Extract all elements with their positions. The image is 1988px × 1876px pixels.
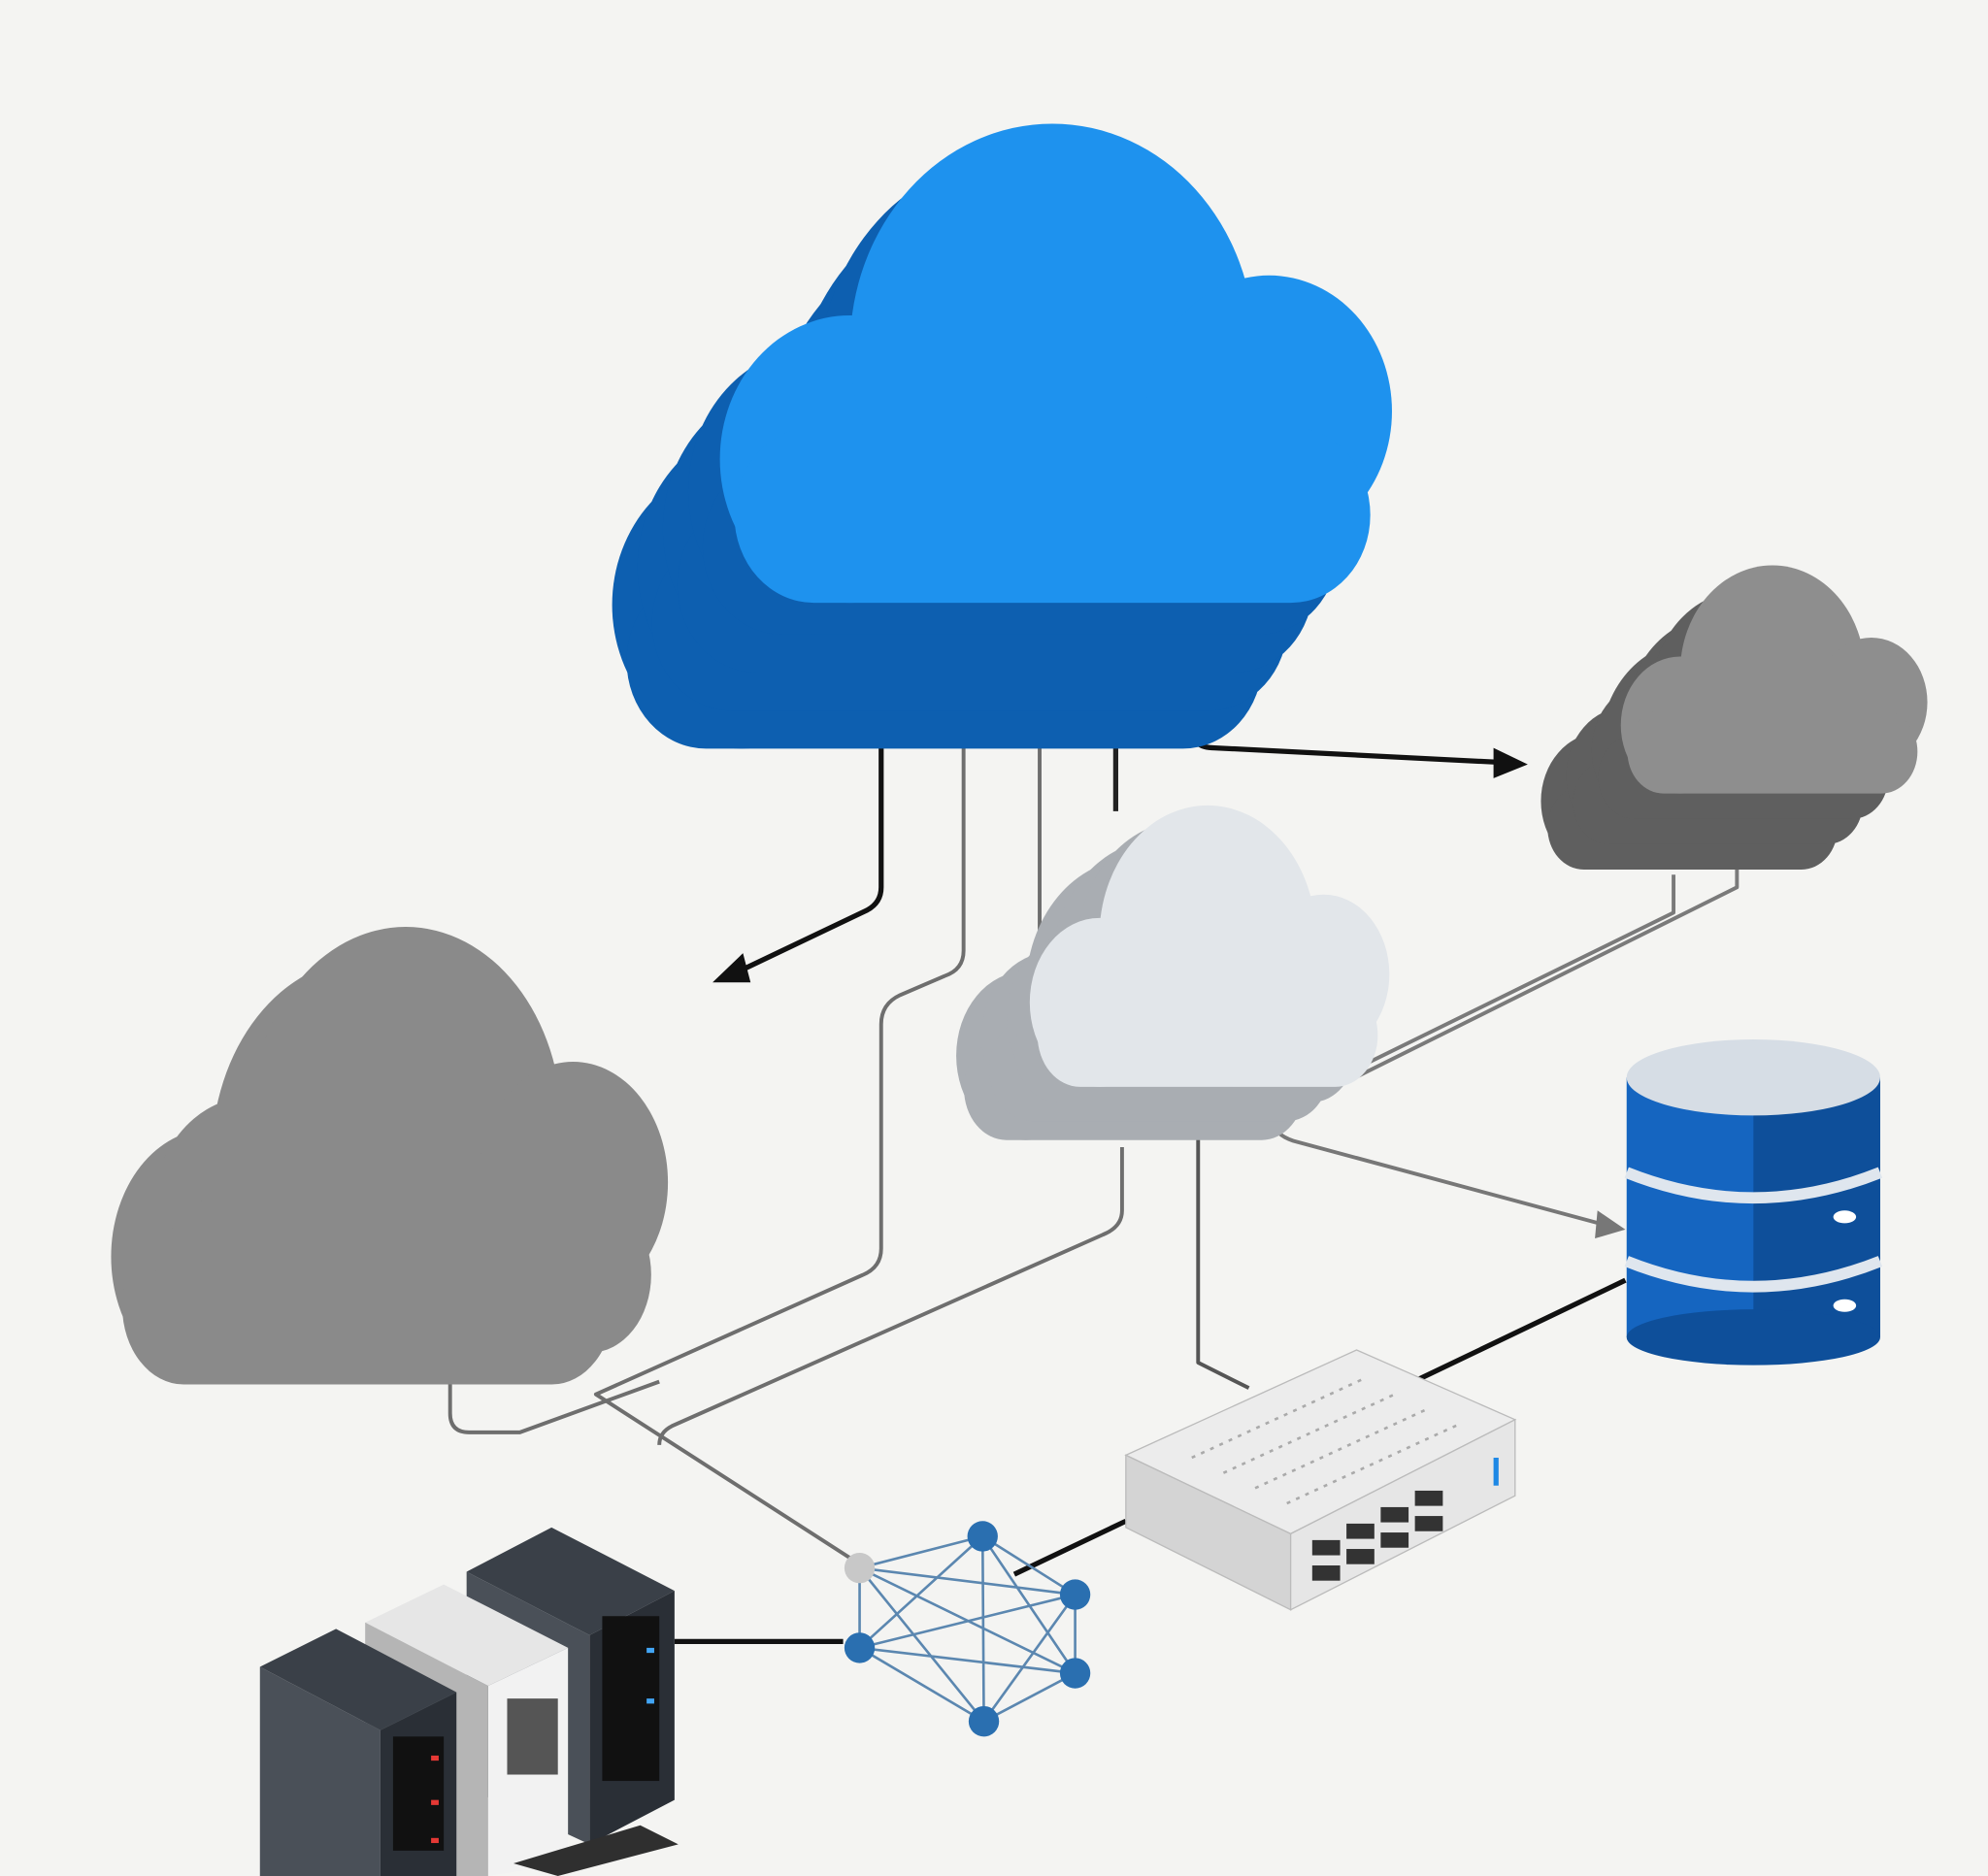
- connectors: [447, 576, 1740, 1644]
- server-rack-icon: [259, 1527, 679, 1876]
- database-icon: [1624, 1038, 1883, 1366]
- connector-white-to-db: [1272, 1083, 1613, 1230]
- arrowhead-icon: [1493, 747, 1528, 778]
- arrowhead-icon: [712, 953, 751, 983]
- connector-main-to-mixed: [727, 722, 884, 979]
- connector-db-to-switch: [1412, 1277, 1627, 1384]
- connector-white-to-switch: [1196, 1115, 1250, 1390]
- gray-cloud: [1541, 565, 1928, 870]
- connector-main-to-mesh-a: [593, 684, 966, 1563]
- hybrid-cloud: [111, 901, 719, 1385]
- arrowhead-icon: [1595, 1210, 1626, 1239]
- connector-white-to-mesh: [657, 1147, 1124, 1446]
- primary-cloud: [612, 123, 1392, 749]
- mesh-network-icon: [844, 1521, 1091, 1737]
- white-cloud: [956, 805, 1390, 1140]
- connector-switch-to-mesh: [1012, 1518, 1127, 1577]
- connector-mixed-down: [447, 1318, 660, 1434]
- network-switch-icon: [1124, 1349, 1517, 1611]
